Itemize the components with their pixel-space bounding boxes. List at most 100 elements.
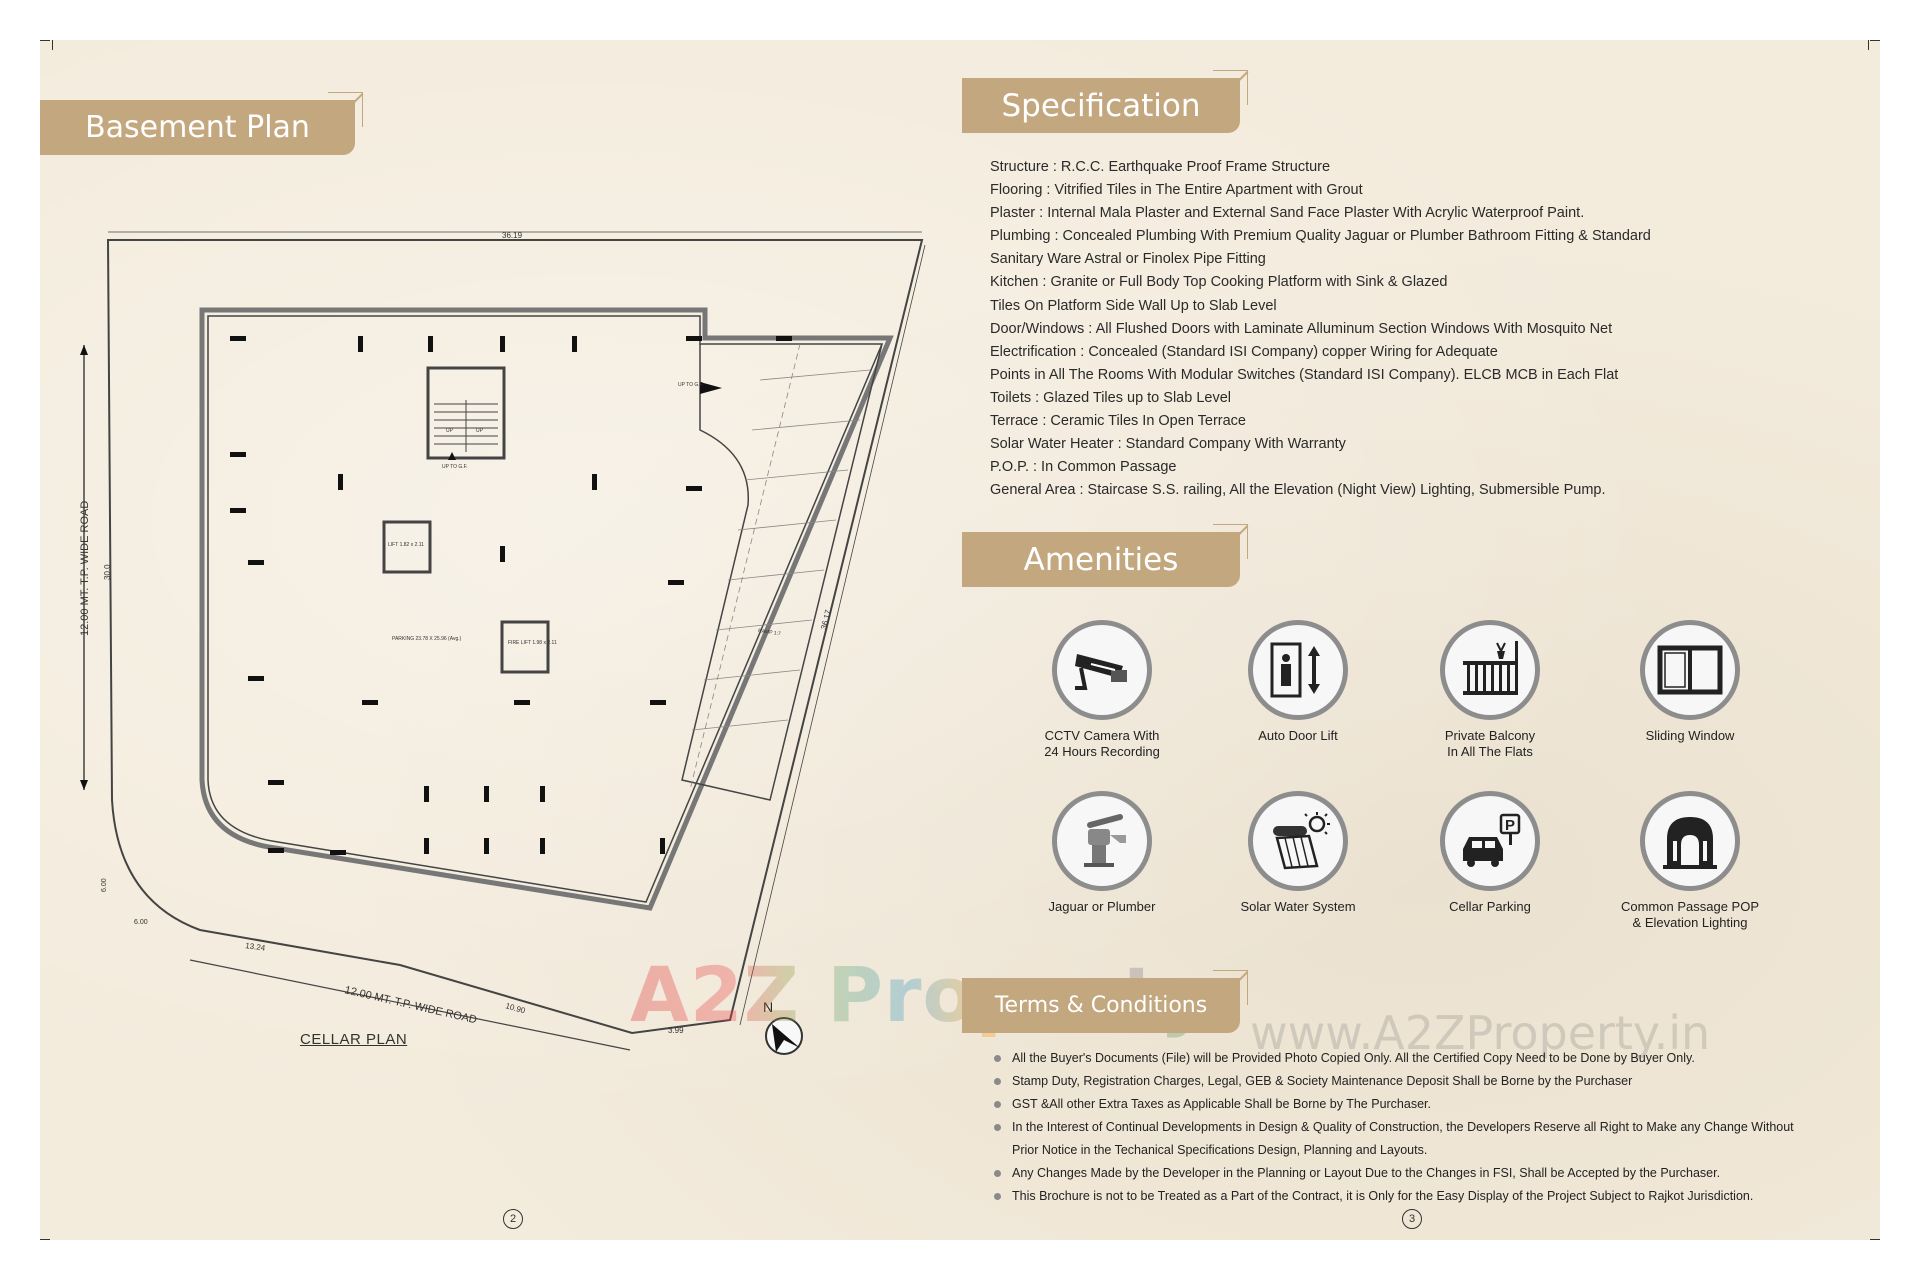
terms-list: All the Buyer's Documents (File) will be… [992, 1047, 1812, 1208]
page-number-left: 2 [503, 1209, 523, 1229]
terms-tab: Terms & Conditions [962, 970, 1248, 1033]
faucet-icon [1084, 814, 1126, 867]
amenity-solar-water: Solar Water System [1208, 791, 1388, 915]
spec-item: Solar Water Heater : Standard Company Wi… [990, 436, 1346, 453]
amenity-label: Private Balcony In All The Flats [1444, 728, 1536, 759]
tab-corner-ornament [1213, 970, 1248, 1005]
spec-item: P.O.P. : In Common Passage [990, 459, 1177, 476]
dimension-bottom-1: 13.24 [245, 941, 267, 953]
specification-tab: Specification [962, 70, 1248, 133]
amenity-icon-ring [1640, 791, 1740, 891]
amenity-label: Common Passage POP & Elevation Lighting [1620, 899, 1759, 930]
spec-item: Door/Windows : All Flushed Doors with La… [990, 320, 1613, 337]
specification-title: Specification [1001, 87, 1201, 124]
crop-mark [1870, 40, 1880, 41]
dimension-bottom-2: 10.90 [504, 1001, 526, 1015]
amenity-cctv: CCTV Camera With 24 Hours Recording [1012, 620, 1192, 760]
amenities-tab: Amenities [962, 524, 1248, 587]
amenity-sliding-window: Sliding Window [1600, 620, 1780, 744]
amenity-label: Sliding Window [1645, 728, 1735, 743]
amenities-title: Amenities [1023, 541, 1179, 578]
tab-corner-ornament [1213, 524, 1248, 559]
spec-item: Points in All The Rooms With Modular Swi… [990, 366, 1619, 383]
north-compass-icon: N [763, 999, 803, 1055]
spec-item: General Area : Staircase S.S. railing, A… [990, 482, 1606, 499]
fire-lift-label: FIRE LIFT 1.98 x 2.11 [508, 640, 557, 646]
elevator-icon [1270, 642, 1320, 698]
amenity-icon-ring [1640, 620, 1740, 720]
dimension-corner-b: 6.00 [134, 919, 148, 926]
staircase [426, 366, 506, 460]
amenity-icon-ring: P [1440, 791, 1540, 891]
balcony-icon [1463, 641, 1518, 695]
spec-item: Tiles On Platform Side Wall Up to Slab L… [990, 297, 1277, 314]
lift-label: LIFT 1.82 x 2.11 [388, 542, 424, 548]
amenity-label: Cellar Parking [1449, 899, 1531, 914]
amenity-icon-ring [1052, 791, 1152, 891]
terms-title: Terms & Conditions [994, 993, 1208, 1018]
road-label-left: 12.00 MT. T.P. WIDE ROAD [79, 501, 91, 636]
crop-mark [1870, 1239, 1880, 1240]
crop-mark [1868, 40, 1869, 50]
sliding-window-icon [1657, 645, 1723, 695]
amenity-label: Auto Door Lift [1258, 728, 1338, 743]
amenity-auto-door-lift: Auto Door Lift [1208, 620, 1388, 744]
spec-item: Flooring : Vitrified Tiles in The Entire… [990, 182, 1363, 199]
stair-up-left-label: UP [446, 428, 454, 434]
road-label-bottom: 12.00 MT. T.P. WIDE ROAD [343, 984, 478, 1026]
ramp-label: RAMP 1:7 [758, 628, 782, 637]
terms-item: This Brochure is not to be Treated as a … [992, 1185, 1812, 1208]
ramp-up-to-gf-label: UP TO G.F. [678, 382, 704, 388]
stair-up-right-label: UP [476, 428, 484, 434]
amenity-jaguar-plumber: Jaguar or Plumber [1012, 791, 1192, 915]
ramp-outline [681, 343, 883, 801]
terms-item: GST &All other Extra Taxes as Applicable… [992, 1093, 1812, 1116]
amenity-cellar-parking: P Cellar Parking [1400, 791, 1580, 915]
spec-item: Plaster : Internal Mala Plaster and Exte… [990, 205, 1585, 222]
amenity-icon-ring [1248, 791, 1348, 891]
spec-item: Electrification : Concealed (Standard IS… [990, 343, 1498, 360]
dimension-left: 30.0 [103, 564, 112, 580]
specification-list: Structure : R.C.C. Earthquake Proof Fram… [990, 156, 1710, 502]
crop-mark [52, 40, 53, 50]
parking-label: PARKING 23.78 X 25.96 (Avg.) [392, 636, 462, 642]
basement-wall [199, 307, 894, 911]
tab-corner-ornament [1213, 70, 1248, 105]
dimension-bottom-3: 3.99 [668, 1026, 684, 1035]
cctv-camera-icon [1075, 654, 1127, 690]
parking-car-icon: P [1463, 813, 1521, 867]
dimension-top: 36.19 [502, 231, 523, 240]
amenity-label: Jaguar or Plumber [1048, 899, 1156, 914]
amenity-label: CCTV Camera With 24 Hours Recording [1044, 728, 1160, 759]
basement-plan-tab: Basement Plan [40, 92, 363, 155]
terms-item: Stamp Duty, Registration Charges, Legal,… [992, 1070, 1812, 1093]
dimension-right: 36.17 [819, 608, 833, 630]
page-title: Basement Plan [85, 110, 310, 145]
crop-mark [40, 1239, 50, 1240]
plot-boundary [106, 239, 924, 1035]
spec-item: Toilets : Glazed Tiles up to Slab Level [990, 389, 1231, 406]
page-number-right: 3 [1402, 1209, 1422, 1229]
amenity-icon-ring [1052, 620, 1152, 720]
crop-mark [40, 40, 50, 41]
svg-text:P: P [1505, 817, 1515, 834]
terms-item: In the Interest of Continual Development… [992, 1116, 1812, 1162]
lift [382, 520, 432, 574]
amenity-icon-ring [1248, 620, 1348, 720]
spec-item: Structure : R.C.C. Earthquake Proof Fram… [990, 159, 1331, 175]
amenity-common-passage-pop: Common Passage POP & Elevation Lighting [1600, 791, 1780, 931]
amenity-icon-ring [1440, 620, 1540, 720]
solar-panel-icon [1273, 812, 1330, 870]
terms-item: All the Buyer's Documents (File) will be… [992, 1047, 1812, 1070]
fire-lift [500, 620, 550, 674]
amenity-private-balcony: Private Balcony In All The Flats [1400, 620, 1580, 760]
tab-corner-ornament [328, 92, 363, 127]
spec-item: Plumbing : Concealed Plumbing With Premi… [990, 228, 1651, 245]
dimension-corner-a: 6.00 [101, 878, 108, 892]
svg-text:N: N [763, 999, 773, 1015]
terms-item: Any Changes Made by the Developer in the… [992, 1162, 1812, 1185]
spec-item: Kitchen : Granite or Full Body Top Cooki… [990, 274, 1448, 291]
spec-item: Terrace : Ceramic Tiles In Open Terrace [990, 413, 1246, 430]
arch-doorway-icon [1663, 817, 1717, 869]
